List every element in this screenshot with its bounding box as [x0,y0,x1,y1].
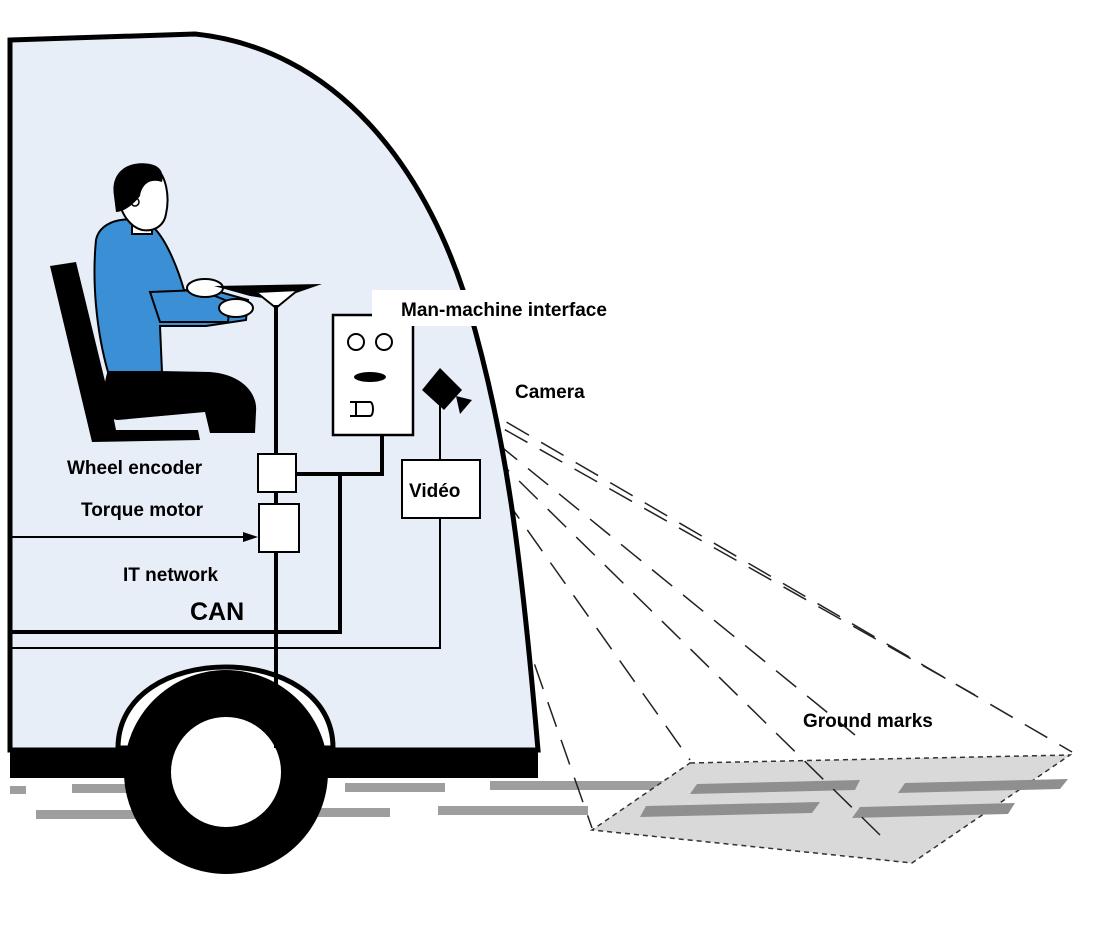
can-network-wiring [10,435,384,634]
ground-marks-area [589,754,1073,864]
wheel-encoder-box [257,453,297,493]
label-can: CAN [190,598,244,626]
video-box [401,459,481,519]
camera-icon [422,368,472,414]
it-network-wiring [10,405,441,649]
label-camera: Camera [515,382,585,403]
label-torque-motor: Torque motor [81,500,204,521]
torque-motor-box [258,503,300,553]
label-backdrop [372,290,674,326]
label-wheel-encoder: Wheel encoder [67,458,203,479]
label-it-network: IT network [123,565,218,586]
label-video: Vidéo [409,481,460,502]
seat-icon [50,262,200,442]
label-man-machine-interface: Man-machine interface [401,300,607,321]
driver-person-icon [93,163,257,433]
road-stripes [10,781,670,819]
wheel [115,664,336,874]
man-machine-interface-panel-icon [331,313,415,437]
label-ground-marks: Ground marks [803,711,933,732]
